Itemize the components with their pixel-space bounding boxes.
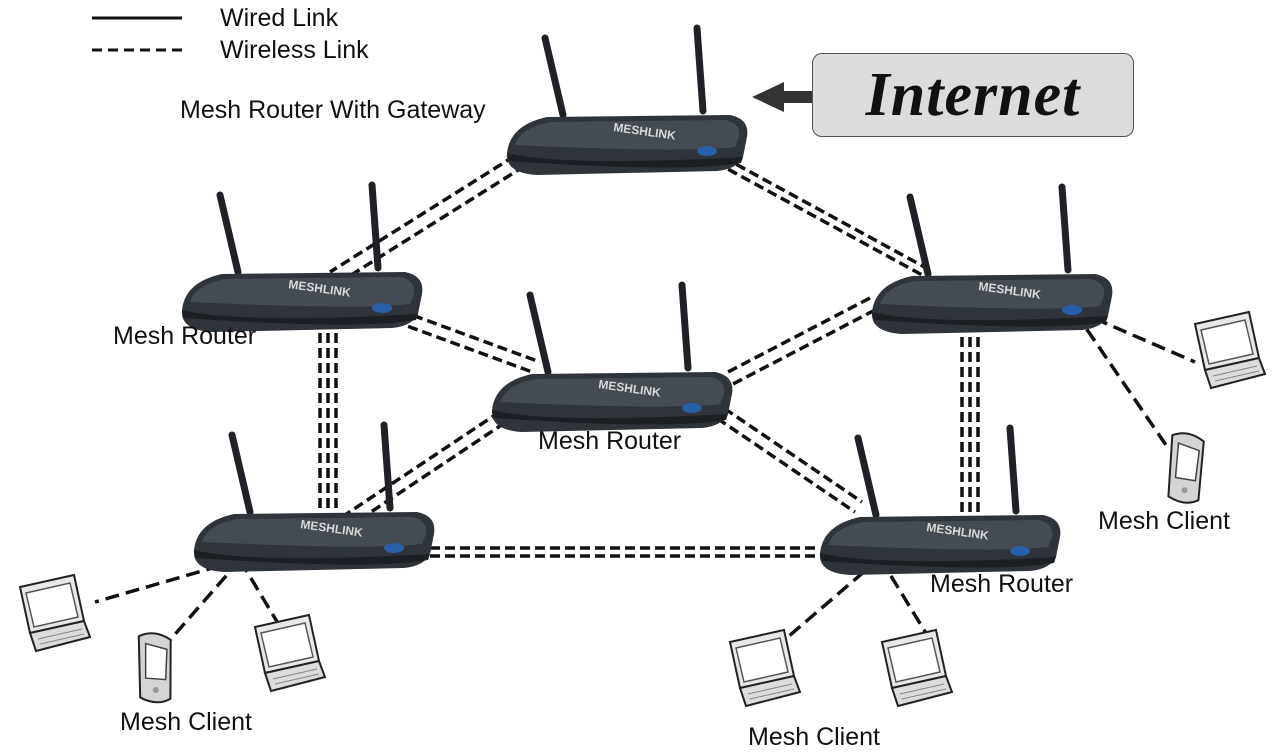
center-router-label: Mesh Router <box>538 427 682 455</box>
gateway-router-icon <box>507 28 748 175</box>
laptop-icon-bottom-center-1 <box>729 629 801 707</box>
right-router-icon <box>872 187 1113 334</box>
bottom-right-router-label: Mesh Router <box>930 570 1074 598</box>
wireless-links <box>318 138 980 558</box>
legend-wireless-label: Wireless Link <box>220 36 369 64</box>
laptop-icon-right <box>1194 311 1266 389</box>
internet-box: Internet <box>812 53 1134 137</box>
legend-wired-label: Wired Link <box>220 4 339 32</box>
internet-arrow <box>752 82 812 112</box>
pda-icon-bottom-left <box>126 629 183 706</box>
laptop-icon-bottom-center-2 <box>881 629 953 707</box>
left-router-label: Mesh Router <box>113 322 257 350</box>
bottom-right-router-icon <box>820 428 1061 575</box>
client-bottom-center-label: Mesh Client <box>748 723 880 751</box>
internet-label: Internet <box>865 60 1081 129</box>
gateway-router-label: Mesh Router With Gateway <box>180 96 486 124</box>
client-bottom-left-label: Mesh Client <box>120 708 252 736</box>
laptop-icon-bottom-left-2 <box>254 614 326 692</box>
laptop-icon-bottom-left-1 <box>19 574 91 652</box>
legend <box>92 16 182 52</box>
client-right-label: Mesh Client <box>1098 507 1230 535</box>
bottom-left-router-icon <box>194 425 435 572</box>
left-router-icon <box>182 185 423 332</box>
